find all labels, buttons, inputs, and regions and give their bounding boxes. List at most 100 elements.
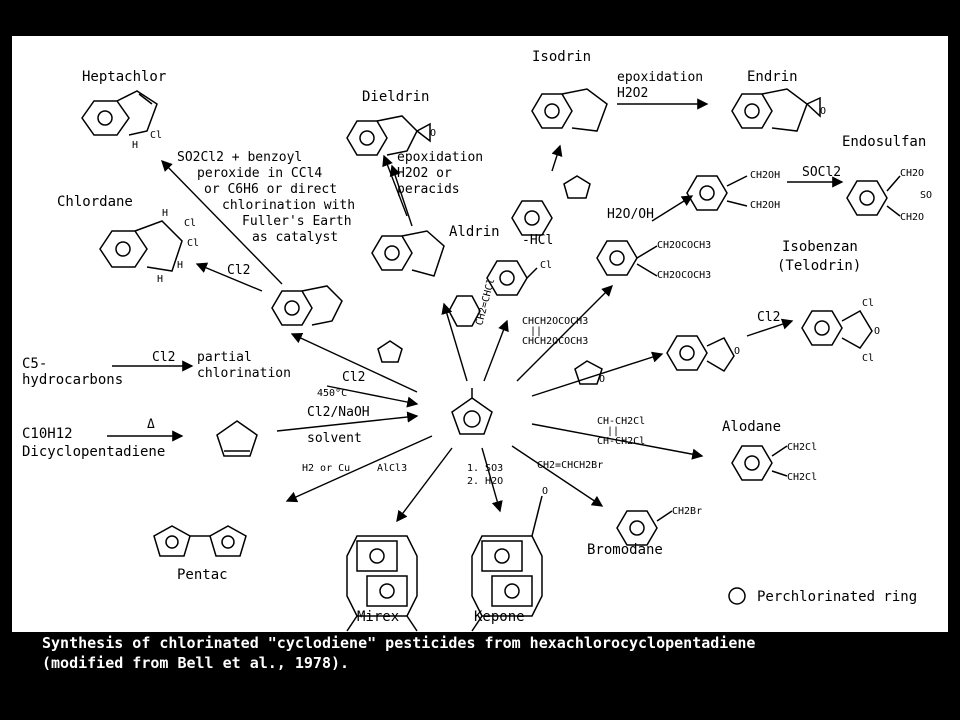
legend-label: Perchlorinated ring	[757, 589, 917, 605]
h2-cu-condition: H2 or Cu	[302, 463, 350, 474]
arrow-c5c-to-heptachlor	[161, 159, 283, 285]
alodane-ch2cl-1: CH2Cl	[787, 442, 817, 453]
heptachlor-condition-3: or C6H6 or direct	[204, 182, 337, 197]
arrow-partial-to-center	[326, 385, 419, 408]
dihydrofuran-structure	[574, 360, 603, 385]
alodane-ch2cl-2: CH2Cl	[787, 472, 817, 483]
cyclopentadiene-small-isodrin	[563, 175, 591, 199]
pentac-label: Pentac	[177, 567, 228, 583]
arrow-to-bromodane	[511, 445, 604, 507]
diacetate-reagent-1: CHCH2OCOCH3	[522, 316, 588, 327]
endrin-condition-2: H2O2	[617, 86, 648, 101]
heptachlor-condition-6: as catalyst	[252, 230, 338, 245]
arrow-to-pentac	[285, 435, 433, 503]
dieldrin-condition-3: peracids	[397, 182, 460, 197]
diacetate-reagent-3: CHCH2OCOCH3	[522, 336, 588, 347]
heptachlor-structure	[81, 90, 158, 136]
diacetate-reagent-2: ||	[530, 326, 542, 337]
synthesis-diagram: Heptachlor Chlordane Dieldrin Isodrin En…	[22, 49, 932, 632]
chlordane-h-1: H	[162, 208, 168, 219]
perchlorinated-ring-legend-icon	[728, 587, 746, 605]
arrow-to-diacetate	[516, 285, 613, 382]
arrow-to-aldrin-norbornadiene	[441, 302, 468, 382]
bromodane-ch2br: CH2Br	[672, 506, 702, 517]
mirex-structure	[346, 535, 418, 632]
solvent-condition: solvent	[307, 431, 362, 446]
hydrocarbons-label: hydrocarbons	[22, 372, 123, 388]
kepone-o: O	[542, 486, 548, 497]
arrow-to-dieldrin	[382, 154, 408, 217]
arrow-to-isobenzan	[746, 318, 794, 337]
endrin-label: Endrin	[747, 69, 798, 85]
diagram-panel: Heptachlor Chlordane Dieldrin Isodrin En…	[12, 36, 948, 684]
isobenzan-label: Isobenzan	[782, 239, 858, 255]
arrow-to-aldrin	[389, 164, 413, 227]
c10h12-label: C10H12	[22, 426, 73, 442]
dicyclopentadiene-label: Dicyclopentadiene	[22, 444, 165, 460]
arrow-c5c-to-chlordane	[195, 262, 263, 292]
isodrin-label: Isodrin	[532, 49, 591, 65]
heptachlor-cl: Cl	[150, 130, 162, 141]
diol-structure	[686, 175, 748, 211]
arrow-to-mirex	[396, 447, 453, 523]
aldrin-structure	[371, 230, 445, 277]
so3-condition-1: 1. SO3	[467, 463, 503, 474]
endosulfan-condition: SOCl2	[802, 165, 841, 180]
endrin-condition-1: epoxidation	[617, 70, 703, 85]
c5-label: C5-	[22, 356, 47, 372]
isobenzan-cl2-condition: Cl2	[757, 310, 780, 325]
so3-condition-2: 2. H2O	[467, 476, 503, 487]
furan-o: O	[599, 374, 605, 385]
dichlorobutene-reagent-1: CH-CH2Cl	[597, 416, 645, 427]
chlordane-cl-2: Cl	[187, 238, 199, 249]
bromodane-structure	[616, 510, 673, 546]
allyl-bromide-reagent: CH2=CHCH2Br	[537, 460, 603, 471]
vinyl-adduct-structure	[486, 260, 538, 296]
chlordane-cl2-condition: Cl2	[227, 263, 250, 278]
chlordene-structure	[271, 285, 343, 326]
norbornadiene-small	[448, 295, 481, 327]
dehydrochlorination-condition: -HCl	[522, 233, 553, 248]
isobenzan-cl-2: Cl	[862, 353, 874, 364]
chlordane-h-2: H	[177, 260, 183, 271]
caption-line-1: Synthesis of chlorinated "cyclodiene" pe…	[42, 634, 756, 652]
isobenzan-o: O	[874, 326, 880, 337]
c5-cl2-condition: Cl2	[152, 350, 175, 365]
caption-line-2: (modified from Bell et al., 1978).	[42, 654, 350, 672]
endrin-structure	[731, 88, 821, 132]
arrow-to-vinyl	[483, 319, 509, 382]
arrow-to-dihydrofuran	[531, 351, 664, 397]
heptachlor-condition-4: chlorination with	[222, 198, 355, 213]
isodrin-structure	[531, 88, 608, 132]
temperature-condition: 450°C	[317, 388, 347, 399]
vinyl-chloride-reagent: CH2=CHCl	[474, 277, 497, 326]
kepone-label: Kepone	[474, 609, 525, 625]
isobenzan-cl-1: Cl	[862, 298, 874, 309]
endrin-o: O	[820, 106, 826, 117]
cyclopentadiene-structure	[216, 420, 258, 457]
alodane-structure	[731, 445, 788, 481]
delta-condition: Δ	[147, 417, 155, 432]
bromodane-label: Bromodane	[587, 542, 663, 558]
furan-adduct-structure	[666, 335, 735, 373]
partial-chlorination-1: partial	[197, 350, 252, 365]
dieldrin-structure	[346, 115, 431, 156]
arrow-to-alodane	[531, 423, 704, 460]
dieldrin-label: Dieldrin	[362, 89, 429, 105]
arrow-to-kepone	[481, 447, 503, 513]
diacetate-sub-1: CH2OCOCH3	[657, 240, 711, 251]
chlordane-label: Chlordane	[57, 194, 133, 210]
isobenzan-structure	[801, 309, 873, 349]
norbornadiene-structure	[511, 200, 553, 236]
kepone-structure	[471, 495, 543, 632]
diol-ch2oh-1: CH2OH	[750, 170, 780, 181]
partial-cl2-condition: Cl2	[342, 370, 365, 385]
dichlorobutene-reagent-3: CH-CH2Cl	[597, 436, 645, 447]
vinyl-adduct-cl: Cl	[540, 260, 552, 271]
caption-bar: Synthesis of chlorinated "cyclodiene" pe…	[12, 632, 948, 684]
heptachlor-h: H	[132, 140, 138, 151]
endosulfan-label: Endosulfan	[842, 134, 926, 150]
dieldrin-o: O	[430, 128, 436, 139]
alcl3-condition: AlCl3	[377, 463, 407, 474]
chlordane-cl-1: Cl	[184, 218, 196, 229]
